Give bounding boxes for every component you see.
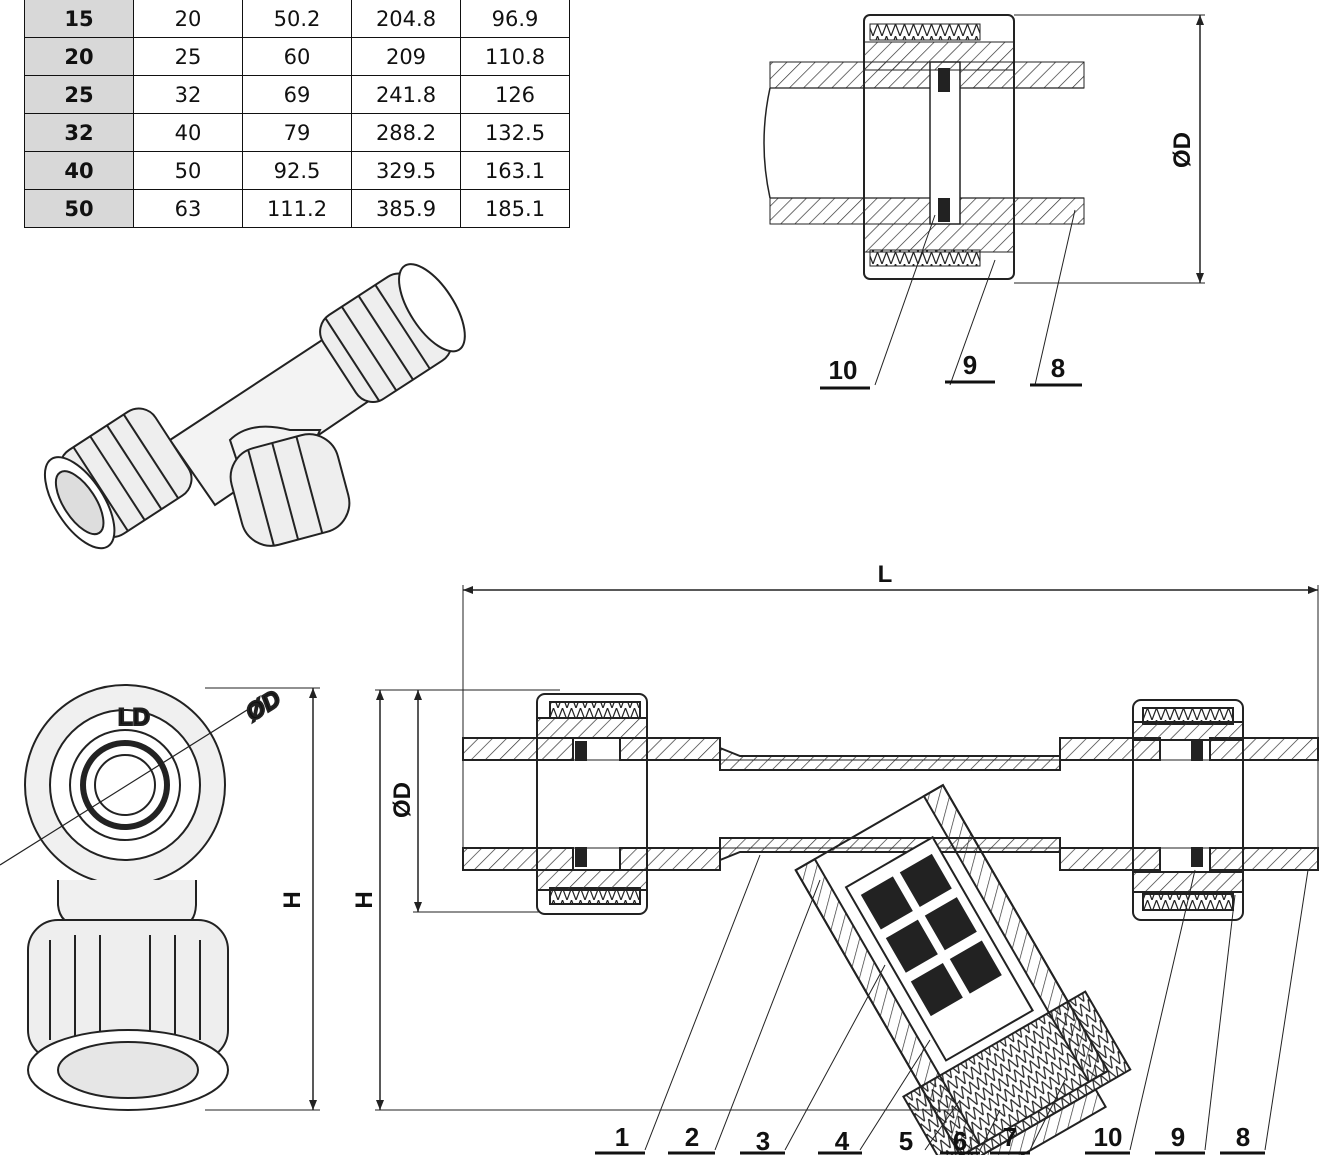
front-view: ØD LD [0,684,320,1111]
value-cell: 60 [242,37,352,76]
side-section-view [375,585,1319,1155]
callout-1: 1 [615,1122,629,1152]
isometric-view [43,263,466,550]
callout-6: 6 [953,1126,967,1155]
value-cell: 79 [242,113,352,152]
callout-top-9: 9 [963,350,977,380]
callout-4: 4 [835,1126,850,1155]
value-cell: 50.2 [242,0,352,38]
value-cell: 92.5 [242,151,352,190]
value-cell: 185.1 [460,189,570,228]
callout-7: 7 [1003,1122,1017,1152]
size-cell: 50 [24,189,134,228]
value-cell: 96.9 [460,0,570,38]
size-cell: 25 [24,75,134,114]
value-cell: 132.5 [460,113,570,152]
size-cell: 15 [24,0,134,38]
value-cell: 110.8 [460,37,570,76]
union-section-detail: ØD 10 9 8 [763,14,1205,390]
value-cell: 329.5 [351,151,461,190]
callout-3: 3 [756,1126,770,1155]
h-side-label: H [351,891,378,908]
od-front-label: ØD [241,685,286,727]
od-front-small: LD [118,704,150,731]
callout-9: 9 [1171,1122,1185,1152]
value-cell: 163.1 [460,151,570,190]
od-top-label: ØD [1169,132,1196,168]
value-cell: 40 [133,113,243,152]
h-front-label: H [279,891,306,908]
callout-5: 5 [899,1126,913,1155]
callout-top-10: 10 [829,355,858,385]
value-cell: 204.8 [351,0,461,38]
od-side-label: ØD [389,782,416,818]
value-cell: 63 [133,189,243,228]
value-cell: 385.9 [351,189,461,228]
size-cell: 20 [24,37,134,76]
value-cell: 111.2 [242,189,352,228]
size-cell: 40 [24,151,134,190]
callout-8: 8 [1236,1122,1250,1152]
length-label: L [878,561,893,588]
callout-10: 10 [1094,1122,1123,1152]
value-cell: 241.8 [351,75,461,114]
callout-2: 2 [685,1122,699,1152]
value-cell: 209 [351,37,461,76]
size-cell: 32 [24,113,134,152]
value-cell: 50 [133,151,243,190]
callout-top-8: 8 [1051,353,1065,383]
value-cell: 288.2 [351,113,461,152]
